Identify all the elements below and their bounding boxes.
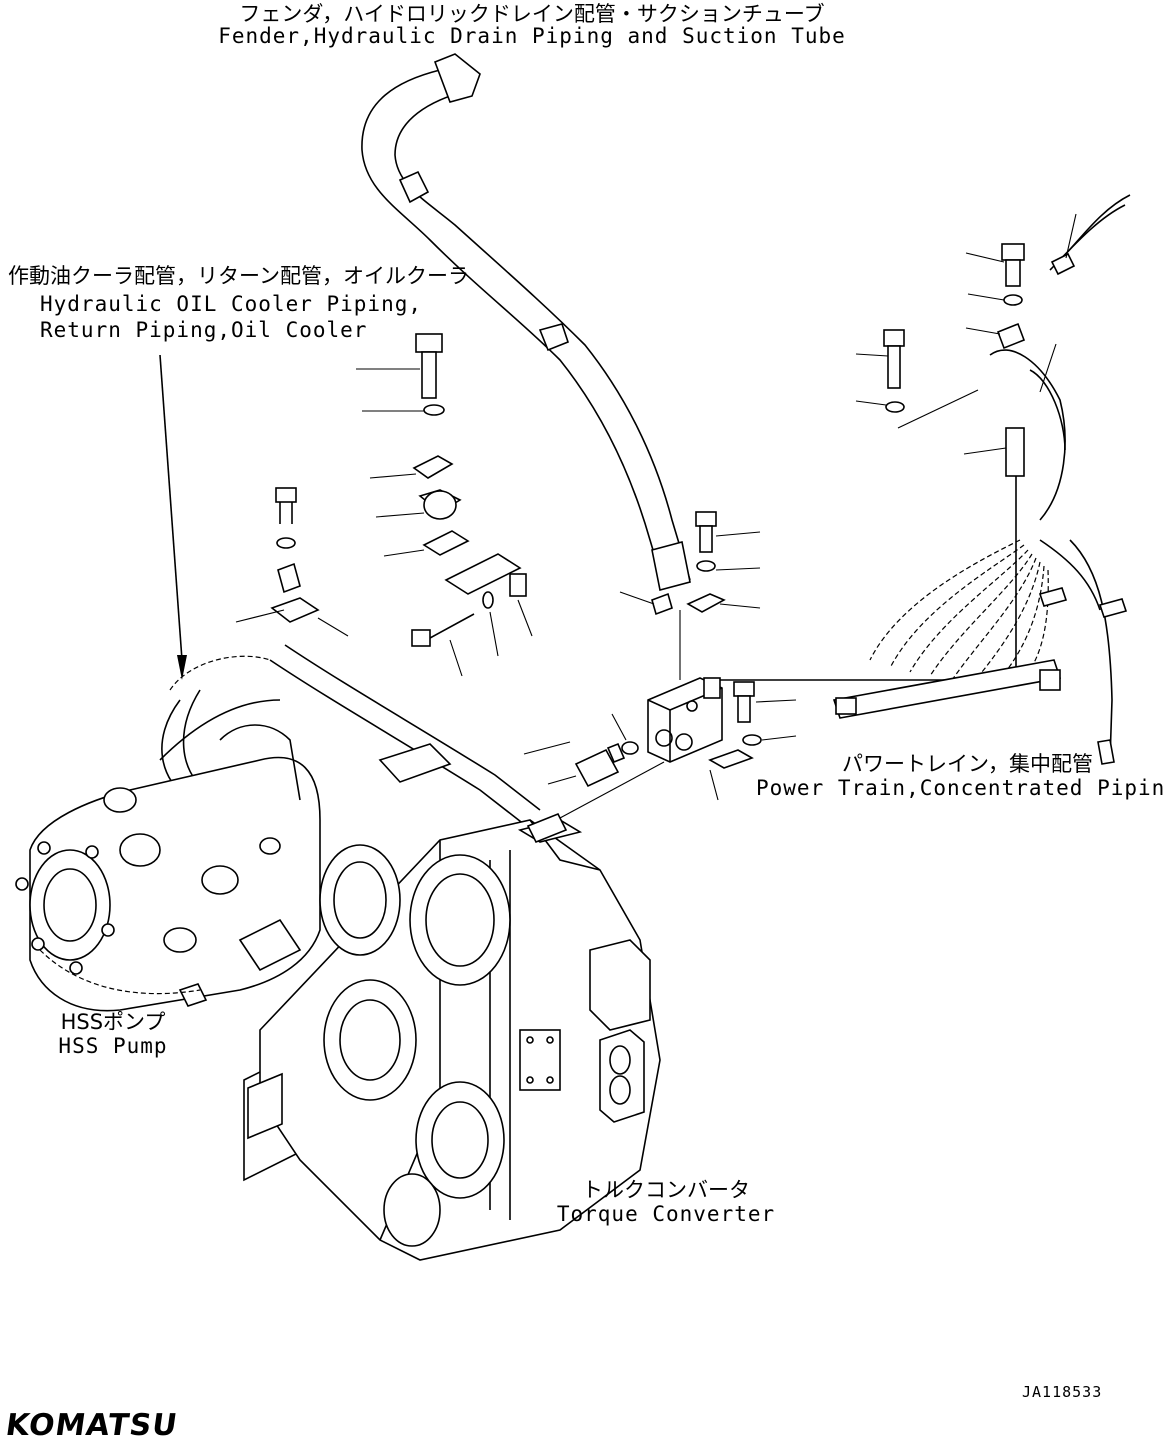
clamp-bracket-group (356, 333, 533, 677)
hss-pump-label-en: HSS Pump (58, 1034, 168, 1058)
fender-label-jp: フェンダ，ハイドロリックドレイン配管・サクションチューブ (239, 2, 825, 26)
drawing-code: JA118533 (1022, 1383, 1103, 1401)
hss-pump (15, 699, 321, 1012)
left-bolt-group (235, 487, 349, 637)
power-train-label-en: Power Train,Concentrated Piping (756, 776, 1163, 800)
torque-converter-label-jp: トルクコンバータ (582, 1178, 750, 1202)
fender-label-en: Fender,Hydraulic Drain Piping and Suctio… (218, 24, 846, 48)
hss-pump-label-jp: HSSポンプ (60, 1010, 166, 1034)
torque-converter (243, 743, 661, 1261)
cooler-label-jp: 作動油クーラ配管，リターン配管，オイルクーラ (8, 264, 469, 288)
torque-converter-label-en: Torque Converter (556, 1202, 776, 1226)
cooler-label-en-1: Hydraulic OIL Cooler Piping, (40, 292, 423, 316)
suction-tube (361, 53, 691, 591)
fitting (526, 812, 568, 844)
power-train-label-jp: パワートレイン，集中配管 (842, 752, 1093, 776)
power-train-harness (832, 539, 1128, 765)
cooler-label-en-2: Return Piping,Oil Cooler (40, 318, 368, 342)
cooler-leader (159, 354, 187, 680)
komatsu-logo: KOMATSU (3, 1408, 181, 1443)
right-upper-group (704, 194, 1131, 681)
concentrated-piping-block (523, 511, 797, 819)
